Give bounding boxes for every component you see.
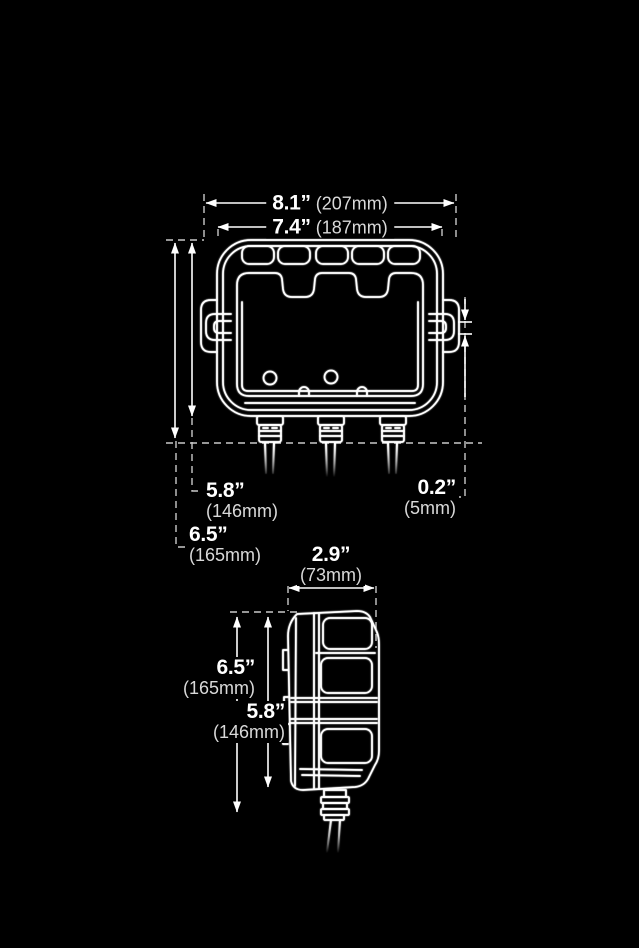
inches-value: 7.4” [272,215,311,239]
inches-value: 8.1” [272,191,311,215]
inches-value: 0.2” [417,476,457,499]
dim-rear-height-body: 5.8” (146mm) [203,479,282,522]
inches-value: 6.5” [189,523,228,546]
metric-value: (165mm) [189,545,262,565]
inches-value: 5.8” [206,479,245,502]
inches-value: 2.9” [311,543,351,566]
metric-value: (207mm) [315,193,388,214]
dim-rear-width-body: 7.4” (187mm) [266,215,394,239]
metric-value: (5mm) [404,498,456,518]
metric-value: (146mm) [212,722,285,742]
dim-rear-width-overall: 8.1” (207mm) [266,191,394,215]
dim-side-depth: 2.9” (73mm) [297,544,365,586]
side-view-drawing [282,610,380,853]
dim-rear-height-overall: 6.5” (165mm) [186,523,265,566]
inches-value: 5.8” [246,700,286,723]
dim-side-height-body: 5.8” (146mm) [209,700,288,743]
inches-value: 6.5” [216,656,256,679]
metric-value: (165mm) [182,678,255,698]
metric-value: (146mm) [206,501,279,521]
dim-side-height-overall: 6.5” (165mm) [179,656,258,699]
metric-value: (73mm) [300,565,362,585]
metric-value: (187mm) [315,217,388,238]
rear-view-drawing [200,239,460,480]
dim-rear-bracket-gap: 0.2” (5mm) [401,477,459,519]
